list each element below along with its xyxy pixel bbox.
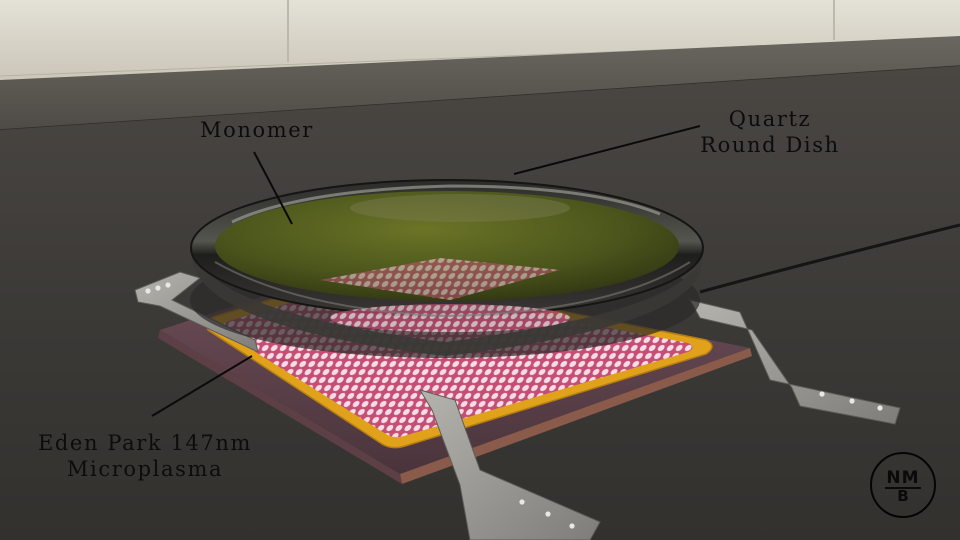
monomer-label: Monomer [200, 118, 314, 142]
microplasma-label-line2: Microplasma [66, 457, 224, 481]
microplasma-label-line1: Eden Park 147nm [37, 431, 253, 455]
quartz-dish-label: Quartz Round Dish [690, 106, 850, 158]
nmb-logo: NM B [870, 452, 936, 518]
quartz-label-line2: Round Dish [700, 133, 840, 157]
quartz-label-line1: Quartz [728, 107, 812, 131]
logo-top-text: NM [886, 468, 920, 488]
microplasma-label: Eden Park 147nm Microplasma [20, 430, 270, 482]
logo-bottom-text: B [897, 487, 909, 505]
logo-divider [885, 487, 921, 489]
